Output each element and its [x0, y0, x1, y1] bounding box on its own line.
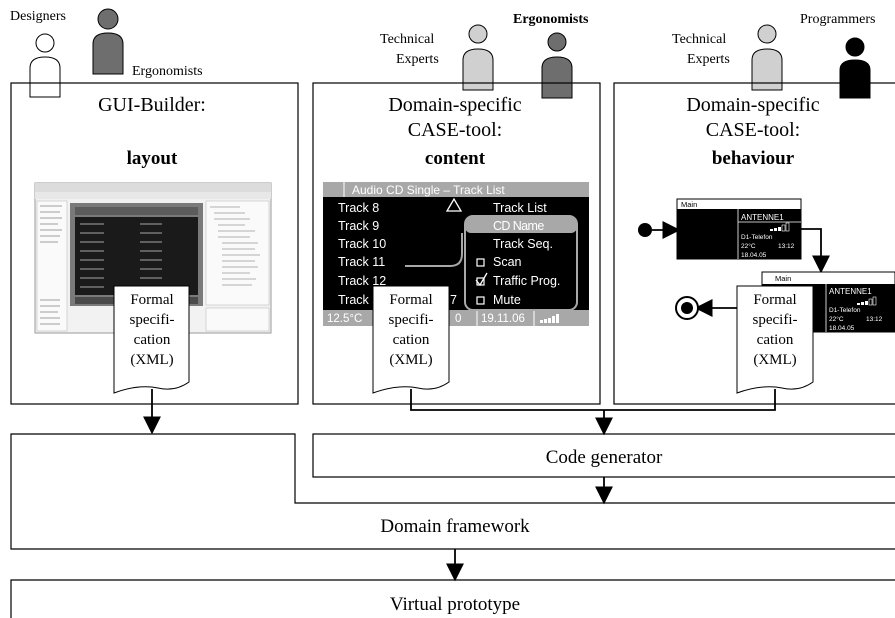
formal-spec-text: Formal — [753, 292, 796, 308]
ergonomist-person-icon — [541, 32, 573, 99]
antenna-label: ANTENNE1 — [741, 213, 784, 222]
track-item: Track 11 — [338, 255, 385, 269]
date-label: 18.04.05 — [741, 252, 767, 259]
virtual-prototype-box — [10, 579, 895, 618]
formal-spec-text: (XML) — [753, 352, 796, 368]
virtual-prototype-label: Virtual prototype — [390, 594, 520, 615]
antenna-label: ANTENNE1 — [829, 287, 872, 296]
domain-framework-label: Domain framework — [380, 516, 530, 537]
track-item: Track 9 — [338, 219, 379, 233]
status-zero: 0 — [455, 313, 461, 325]
ergonomists-mid-label: Ergonomists — [513, 12, 589, 27]
formal-spec-text: Formal — [130, 292, 173, 308]
signal-strength-icon — [770, 222, 790, 232]
formal-spec-text: specifi- — [130, 312, 175, 328]
track-list-screen: Audio CD Single – Track List Track 8 Tra… — [323, 182, 589, 326]
behaviour-tool-panel — [613, 82, 895, 405]
formal-spec-document-behaviour: Formal specifi- cation (XML) — [736, 285, 814, 394]
formal-spec-text: cation — [393, 332, 430, 348]
arrow-specs-to-code-generator — [410, 389, 776, 411]
time-label: 13:12 — [778, 243, 795, 250]
formal-spec-text: cation — [757, 332, 794, 348]
tech-experts-mid-label-1: Technical — [380, 32, 434, 47]
track-item: Track 1 — [338, 293, 379, 307]
menu-item: Track List — [493, 201, 547, 215]
menu-item: Traffic Prog. — [493, 274, 560, 288]
gui-builder-title: GUI-Builder: — [98, 94, 206, 116]
track-item: Track 10 — [338, 237, 386, 251]
date-readout: 19.11.06 — [481, 313, 525, 325]
content-tool-panel — [312, 82, 601, 405]
designer-person-icon — [29, 33, 61, 98]
track-item: Track 12 — [338, 274, 386, 288]
menu-item: Scan — [493, 255, 522, 269]
track-item: Track 8 — [338, 201, 379, 215]
up-triangle-icon — [445, 197, 463, 212]
designers-label: Designers — [10, 9, 66, 24]
state-screen-main-1: Main ANTENNE1 D1-Telefon 22°C 13:12 18.0… — [676, 198, 802, 260]
formal-spec-document-gui: Formal specifi- cation (XML) — [113, 285, 190, 394]
domain-framework-box — [10, 433, 895, 550]
checkbox-icon — [476, 258, 485, 267]
signal-strength-icon — [857, 296, 877, 306]
behaviour-tool-title-1: Domain-specific — [686, 94, 819, 116]
menu-item-selected: CD Name — [493, 219, 544, 233]
gui-builder-subtitle: layout — [127, 148, 178, 169]
formal-spec-document-content: Formal specifi- cation (XML) — [372, 285, 450, 394]
formal-spec-text: (XML) — [389, 352, 432, 368]
signal-strength-icon — [540, 314, 559, 323]
formal-spec-text: cation — [134, 332, 171, 348]
content-tool-title-1: Domain-specific — [388, 94, 521, 116]
formal-spec-text: specifi- — [753, 312, 798, 328]
code-generator-box — [312, 433, 895, 478]
phone-label: D1-Telefon — [829, 307, 861, 314]
technical-expert-person-icon — [462, 24, 494, 91]
programmer-person-icon — [839, 37, 871, 99]
gui-builder-panel — [10, 82, 299, 405]
phone-label: D1-Telefon — [741, 234, 773, 241]
content-tool-title-2: CASE-tool: — [408, 119, 502, 141]
technical-expert-person-icon — [751, 24, 783, 91]
time-label: 13:12 — [866, 316, 883, 323]
behaviour-tool-title-2: CASE-tool: — [706, 119, 800, 141]
formal-spec-text: (XML) — [130, 352, 173, 368]
tech-experts-right-label-1: Technical — [672, 32, 726, 47]
code-generator-label: Code generator — [546, 447, 663, 468]
state-title: Main — [681, 200, 697, 209]
track-screen-header: Audio CD Single – Track List — [352, 183, 505, 197]
menu-item: Mute — [493, 293, 521, 307]
temp-label: 22°C — [741, 242, 756, 250]
final-state-node — [675, 296, 699, 320]
ergonomists-left-label: Ergonomists — [132, 64, 203, 79]
formal-spec-text: Formal — [389, 292, 432, 308]
behaviour-tool-subtitle: behaviour — [712, 148, 795, 169]
state-title: Main — [775, 274, 791, 283]
partial-digit: 7 — [450, 293, 457, 307]
initial-state-node — [638, 223, 652, 237]
ergonomist-person-icon — [92, 8, 124, 75]
programmers-label: Programmers — [800, 12, 875, 27]
tech-experts-mid-label-2: Experts — [396, 52, 439, 67]
date-label: 18.04.05 — [829, 325, 855, 332]
checkbox-icon — [476, 296, 485, 305]
formal-spec-text: specifi- — [389, 312, 434, 328]
temp-label: 22°C — [829, 315, 844, 323]
menu-item: Track Seq. — [493, 237, 553, 251]
content-tool-subtitle: content — [425, 148, 486, 169]
tech-experts-right-label-2: Experts — [687, 52, 730, 67]
temperature-readout: 12.5°C — [327, 313, 362, 325]
